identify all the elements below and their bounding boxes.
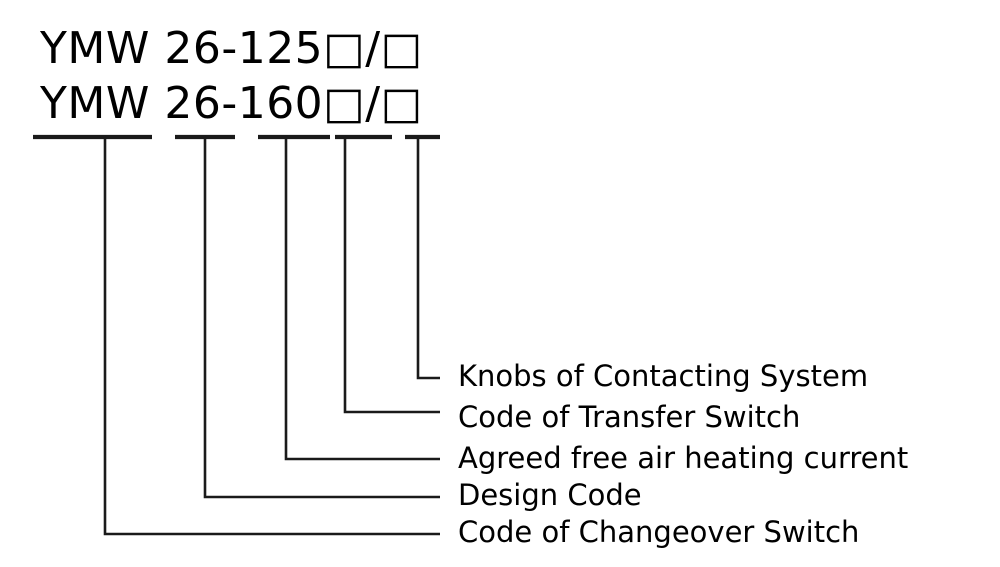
product-code-line-1: YMW 26-125□/□ xyxy=(40,23,423,74)
product-code-line-2: YMW 26-160□/□ xyxy=(40,78,423,129)
leader-knobs-of-contacting-system xyxy=(416,137,440,380)
callout-label-agreed-free-air-heating-current: Agreed free air heating current xyxy=(458,441,909,475)
leader-lines xyxy=(103,137,440,536)
leader-design-code xyxy=(203,137,440,499)
callout-label-design-code: Design Code xyxy=(458,478,642,512)
callout-label-code-of-changeover-switch: Code of Changeover Switch xyxy=(458,515,860,549)
leader-code-of-changeover-switch xyxy=(103,137,440,536)
leader-code-of-transfer-switch xyxy=(343,137,440,414)
callout-label-code-of-transfer-switch: Code of Transfer Switch xyxy=(458,400,801,434)
callout-label-knobs-of-contacting-system: Knobs of Contacting System xyxy=(458,359,869,393)
leader-agreed-free-air-heating-current xyxy=(284,137,440,461)
